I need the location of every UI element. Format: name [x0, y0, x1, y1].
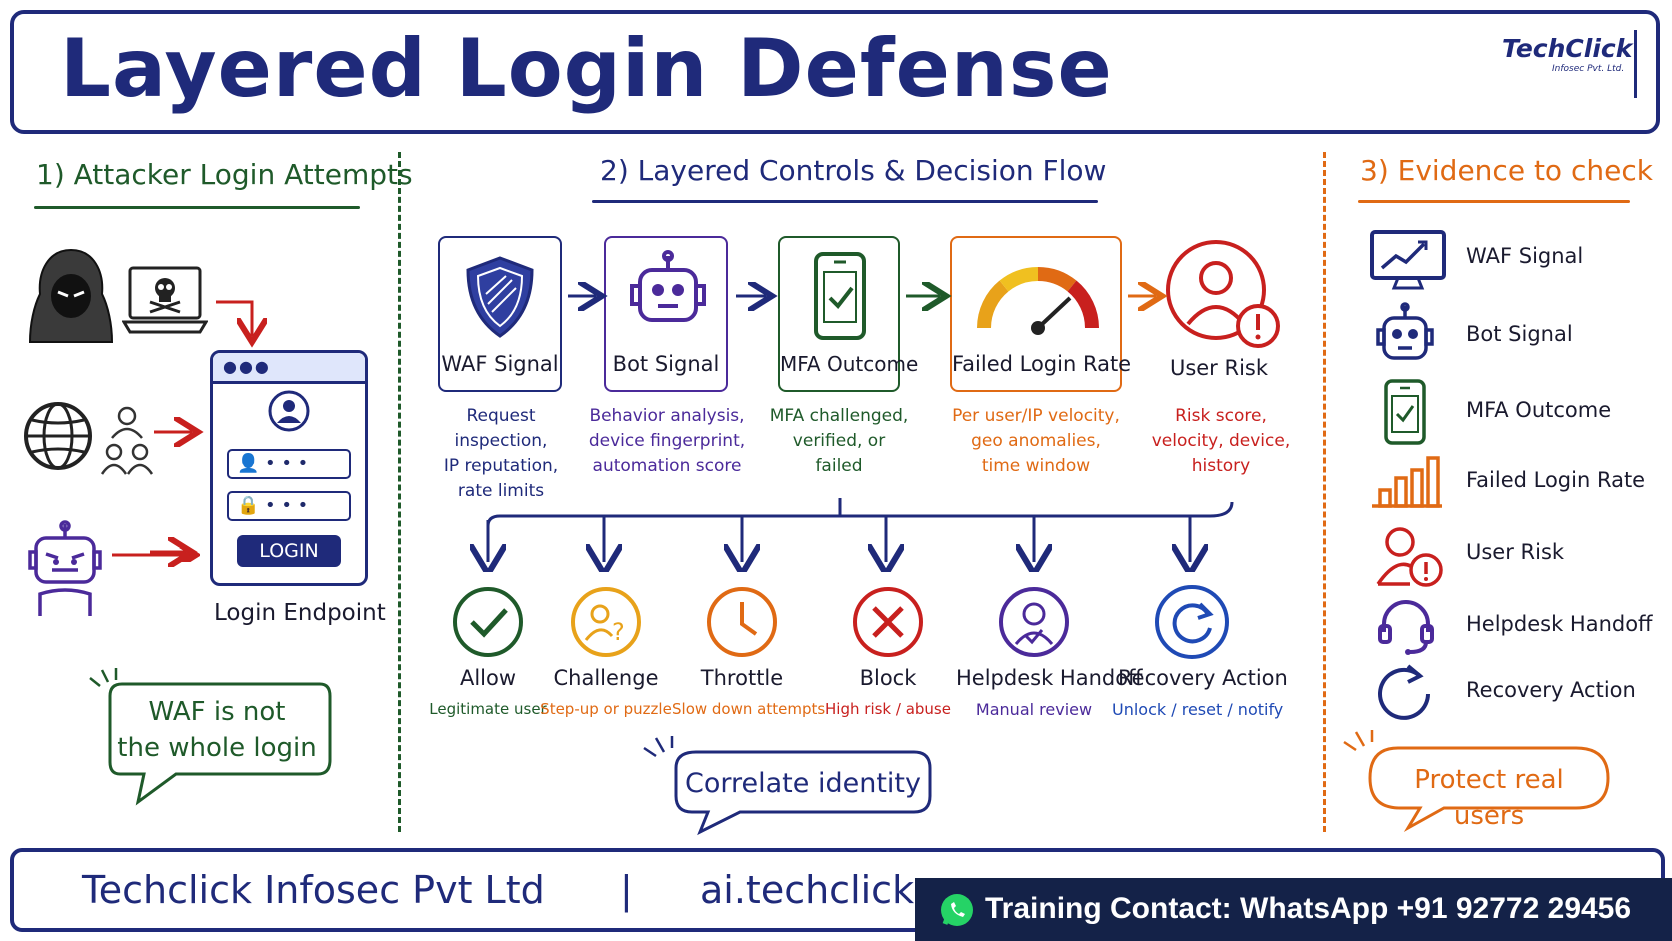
logo-tagline: Infosec Pvt. Ltd.	[1552, 64, 1625, 74]
outcome-label-helpdesk: Helpdesk Handoff	[956, 666, 1143, 690]
login-endpoint-label: Login Endpoint	[214, 600, 386, 626]
hacker-icon	[28, 248, 114, 343]
training-contact-banner[interactable]: Training Contact: WhatsApp +91 92772 294…	[915, 878, 1672, 941]
phone-check-icon	[1384, 379, 1426, 445]
outcome-sub-helpdesk: Manual review	[975, 700, 1093, 719]
username-field[interactable]: 👤 • • •	[227, 449, 351, 479]
footer-site[interactable]: ai.techclick.	[700, 868, 927, 912]
window-titlebar: ●●●	[213, 353, 365, 384]
training-contact-text: Training Contact: WhatsApp +91 92772 294…	[985, 892, 1632, 925]
control-label-bot: Bot Signal	[612, 352, 720, 376]
svg-text:?: ?	[612, 618, 625, 646]
outcome-sub-recovery: Unlock / reset / notify	[1112, 700, 1284, 719]
refresh-icon	[1378, 664, 1430, 720]
users-icon	[100, 406, 154, 475]
control-card-mfa: MFA Outcome	[778, 236, 919, 392]
user-question-icon: ?	[571, 587, 641, 657]
password-field[interactable]: 🔒 • • •	[227, 491, 351, 521]
outcome-sub-challenge: Step-up or puzzle	[540, 700, 672, 718]
user-alert-icon	[1376, 527, 1443, 587]
footer-company: Techclick Infosec Pvt Ltd	[82, 868, 545, 912]
bot-attack-arrow	[112, 548, 200, 562]
control-desc-failed-login: Per user/IP velocity, geo anomalies, tim…	[952, 406, 1120, 476]
password-mask: • • •	[265, 495, 309, 516]
logo-name: TechClick	[1502, 34, 1633, 63]
outcome-sub-block: High risk / abuse	[825, 700, 951, 718]
globe-icon	[24, 402, 92, 470]
control-label-user-risk: User Risk	[1169, 356, 1269, 380]
phone-check-icon	[814, 252, 866, 340]
outcome-label-challenge: Challenge	[553, 666, 659, 690]
control-label-waf: WAF Signal	[441, 352, 559, 376]
gauge-icon	[976, 266, 1100, 335]
evidence-label-waf: WAF Signal	[1466, 244, 1584, 268]
section-divider-right	[1323, 152, 1326, 832]
control-desc-user-risk: Risk score, velocity, device, history	[1151, 406, 1291, 476]
user-avatar-icon	[268, 390, 310, 432]
evidence-label-bot: Bot Signal	[1466, 322, 1573, 346]
outcome-label-block: Block	[859, 666, 917, 690]
bubble-correlate-text: Correlate identity	[685, 768, 921, 799]
whatsapp-icon	[941, 894, 973, 926]
control-desc-waf: Request inspection, IP reputation, rate …	[443, 406, 559, 501]
section-title-attacker: 1) Attacker Login Attempts	[36, 158, 413, 191]
control-card-failed-login: Failed Login Rate	[950, 236, 1132, 392]
user-field-icon: 👤	[237, 453, 260, 474]
robot-icon	[630, 250, 706, 322]
speech-bubble-waf	[89, 668, 332, 806]
evidence-label-helpdesk: Helpdesk Handoff	[1466, 612, 1653, 636]
section-underline-attacker	[34, 206, 360, 209]
footer-separator: |	[620, 868, 633, 912]
evidence-label-mfa: MFA Outcome	[1466, 398, 1612, 422]
user-alert-icon	[1166, 240, 1280, 348]
outcome-label-recovery: Recovery Action	[1118, 666, 1288, 690]
shield-icon	[466, 256, 534, 338]
login-window: ●●● 👤 • • • 🔒 • • • LOGIN	[210, 350, 368, 586]
section-underline-evidence	[1358, 200, 1630, 203]
outcome-sub-allow: Legitimate user	[429, 700, 547, 718]
decision-bracket	[470, 498, 1234, 572]
login-button[interactable]: LOGIN	[237, 535, 341, 567]
bar-chart-icon	[1372, 456, 1442, 508]
evidence-label-user-risk: User Risk	[1466, 540, 1565, 564]
outcome-label-allow: Allow	[459, 666, 517, 690]
control-card-bot: Bot Signal	[604, 236, 728, 392]
section-title-controls: 2) Layered Controls & Decision Flow	[600, 154, 1107, 187]
speech-bubble-protect	[1343, 730, 1610, 833]
control-desc-mfa: MFA challenged, verified, or failed	[769, 406, 909, 476]
monitor-chart-icon	[1370, 230, 1446, 290]
clock-icon	[707, 587, 777, 657]
control-label-failed-login: Failed Login Rate	[952, 352, 1132, 376]
refresh-icon	[1155, 585, 1229, 659]
x-icon	[853, 587, 923, 657]
window-dots: ●●●	[223, 357, 271, 376]
section-underline-controls	[592, 200, 1098, 203]
control-card-waf: WAF Signal	[438, 236, 562, 392]
username-mask: • • •	[265, 453, 309, 474]
control-label-mfa: MFA Outcome	[780, 352, 919, 376]
robot-icon	[1376, 302, 1434, 360]
section-divider-left	[398, 152, 401, 832]
headset-icon	[1378, 600, 1434, 655]
section-title-evidence: 3) Evidence to check	[1360, 154, 1653, 187]
logo-divider	[1634, 30, 1637, 98]
page-title: Layered Login Defense	[60, 22, 1113, 115]
evidence-label-failed-login: Failed Login Rate	[1466, 468, 1646, 492]
outcome-label-throttle: Throttle	[700, 666, 784, 690]
evidence-label-recovery: Recovery Action	[1466, 678, 1636, 702]
check-icon	[453, 587, 523, 657]
malicious-bot-icon	[28, 520, 102, 616]
user-check-icon	[999, 587, 1069, 657]
laptop-skull-icon	[122, 266, 208, 334]
bubble-protect-text: Protect real users	[1414, 765, 1564, 831]
bubble-waf-text: WAF is not the whole login	[117, 697, 317, 763]
control-desc-bot: Behavior analysis, device fingerprint, a…	[588, 406, 746, 476]
outcome-sub-throttle: Slow down attempts	[672, 700, 826, 718]
flow-arrows	[568, 282, 1180, 312]
lock-icon: 🔒	[237, 495, 260, 516]
speech-bubble-correlate	[643, 736, 932, 836]
title-frame	[10, 10, 1660, 134]
